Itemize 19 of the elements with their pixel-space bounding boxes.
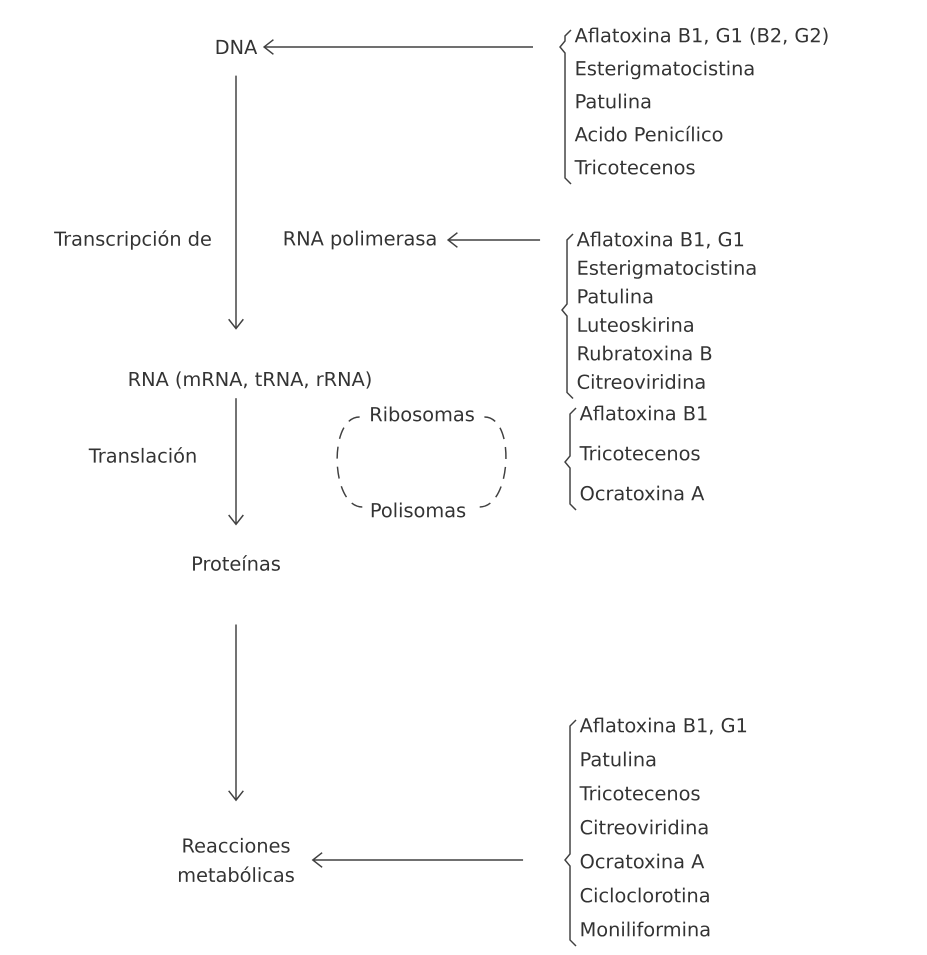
edge-label: Transcripción de (54, 230, 211, 250)
toxin-list: Aflatoxina B1 Tricotecenos Ocratoxina A (580, 406, 707, 501)
node-label: RNA polimerasa (284, 230, 436, 250)
arrow (312, 852, 524, 868)
node-label: Reacciones metabólicas (178, 838, 294, 882)
edge-label: Translación (88, 447, 196, 463)
toxin-list: Aflatoxina B1, G1 (B2, G2) Esterigmatocistina Patulina Acido Penicílico Tricotecenos (574, 28, 828, 175)
node-label: Proteínas (193, 555, 280, 571)
arrow (228, 624, 244, 802)
arrow (446, 232, 540, 248)
node-label: Polisomas (372, 502, 466, 518)
arrow (228, 76, 244, 330)
node-label: Ribosomas (371, 406, 474, 422)
toxin-list: Aflatoxina B1, G1 Esterigmatocistina Patulina Luteoskirina Rubratoxina B Citreoviridina (576, 232, 756, 390)
arrow (262, 39, 533, 55)
node-label: DNA (216, 40, 258, 54)
arrow (228, 398, 244, 526)
node-label: RNA (mRNA, tRNA, rRNA) (130, 371, 371, 389)
toxin-list: Aflatoxina B1, G1 Patulina Tricotecenos Citreoviridina Ocratoxina A Cicloclorotina Moniliformina (580, 718, 746, 937)
